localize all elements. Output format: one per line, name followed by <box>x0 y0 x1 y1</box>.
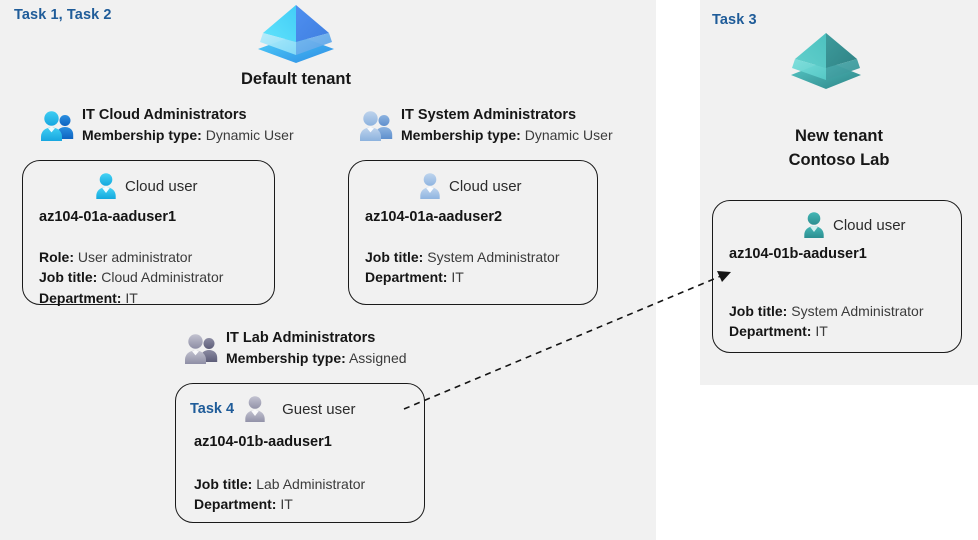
group-membership-system-admins: Membership type: Dynamic User <box>401 126 613 146</box>
card-user-type-aaduser2-a: Cloud user <box>449 177 522 195</box>
tenant-label-default: Default tenant <box>240 70 351 88</box>
tenant-pyramid-icon-default <box>256 2 336 66</box>
card-head-aaduser2-a: Cloud user <box>417 172 522 200</box>
card-attrs-aaduser1-b-guest: Job title: Lab Administrator Department:… <box>194 474 365 515</box>
card-attr-row: Job title: System Administrator <box>365 247 560 267</box>
card-attr-row: Job title: System Administrator <box>729 301 924 321</box>
group-membership-lab-admins: Membership type: Assigned <box>226 349 407 369</box>
group-it-lab-administrators: IT Lab Administrators Membership type: A… <box>182 329 407 368</box>
tenant-pyramid-icon-contoso <box>789 30 863 92</box>
tenant-label-contoso: New tenant Contoso Lab <box>706 125 972 173</box>
card-upn-aaduser1-b-guest: az104-01b-aaduser1 <box>194 434 332 450</box>
card-attr-label: Job title: <box>365 249 424 265</box>
card-task-tag-guest: Task 4 <box>190 401 235 417</box>
card-attrs-aaduser1-a: Role: User administrator Job title: Clou… <box>39 247 223 308</box>
card-attr-row: Department: IT <box>365 267 560 287</box>
card-attr-row: Department: IT <box>39 288 223 308</box>
card-attr-label: Department: <box>729 323 812 340</box>
group-name-cloud-admins: IT Cloud Administrators <box>82 107 247 123</box>
card-attrs-aaduser2-a: Job title: System Administrator Departme… <box>365 247 560 288</box>
card-attr-label: Department: <box>39 289 122 306</box>
user-card-aaduser1-a[interactable]: Cloud user az104-01a-aaduser1 Role: User… <box>22 160 275 308</box>
group-name-lab-admins: IT Lab Administrators <box>226 330 376 346</box>
card-attr-label: Department: <box>365 269 448 286</box>
card-attr-value: Cloud Administrator <box>101 269 224 286</box>
card-user-type-aaduser1-b-guest: Guest user <box>282 400 356 418</box>
card-attr-label: Role: <box>39 249 74 265</box>
card-attr-label: Department: <box>194 496 277 513</box>
card-attr-row: Job title: Cloud Administrator <box>39 267 223 287</box>
card-user-type-aaduser1-b-cloud: Cloud user <box>833 216 906 234</box>
card-attr-value: User administrator <box>77 249 193 265</box>
card-upn-aaduser2-a: az104-01a-aaduser2 <box>365 209 503 225</box>
card-head-aaduser1-a: Cloud user <box>93 172 198 200</box>
cloud-user-icon-aaduser1-a <box>93 172 119 200</box>
group-membership-value-cloud-admins: Dynamic User <box>205 126 294 143</box>
user-card-aaduser1-b-guest[interactable]: Task 4 Guest user az104-01b-aaduser1 <box>175 383 425 523</box>
group-membership-label-cloud-admins: Membership type: <box>82 126 202 143</box>
group-it-system-administrators: IT System Administrators Membership type… <box>357 106 613 145</box>
card-attr-label: Job title: <box>39 269 98 286</box>
group-membership-label-lab-admins: Membership type: <box>226 349 346 366</box>
group-name-system-admins: IT System Administrators <box>401 107 577 123</box>
card-attr-value: System Administrator <box>427 249 560 265</box>
card-head-aaduser1-b-cloud: Cloud user <box>801 211 906 239</box>
guest-user-icon-aaduser1-b <box>242 395 268 423</box>
card-upn-aaduser1-a: az104-01a-aaduser1 <box>39 209 177 225</box>
group-users-icon-lab-admins <box>182 332 222 366</box>
card-attr-label: Job title: <box>729 303 788 319</box>
card-upn-aaduser1-b-cloud: az104-01b-aaduser1 <box>729 246 867 262</box>
cloud-user-icon-aaduser1-b <box>801 211 827 239</box>
tenant-label-contoso-line2: Contoso Lab <box>788 150 890 169</box>
group-membership-value-system-admins: Dynamic User <box>524 126 613 143</box>
task-tag-left: Task 1, Task 2 <box>14 7 112 23</box>
group-users-icon-cloud-admins <box>38 109 78 143</box>
cloud-user-icon-aaduser2-a <box>417 172 443 200</box>
card-attr-row: Job title: Lab Administrator <box>194 474 365 494</box>
group-membership-label-system-admins: Membership type: <box>401 126 521 143</box>
card-head-aaduser1-b-guest: Task 4 Guest user <box>190 395 355 423</box>
card-attr-row: Department: IT <box>729 321 924 341</box>
user-card-aaduser1-b-cloud[interactable]: Cloud user az104-01b-aaduser1 Job title:… <box>712 200 962 353</box>
card-attr-value: IT <box>451 269 464 286</box>
tenant-label-contoso-line1: New tenant <box>794 127 883 145</box>
group-users-icon-system-admins <box>357 109 397 143</box>
card-attr-value: IT <box>125 289 138 306</box>
card-attrs-aaduser1-b-cloud: Job title: System Administrator Departme… <box>729 301 924 342</box>
card-attr-label: Job title: <box>194 476 253 492</box>
card-attr-value: IT <box>280 496 293 513</box>
card-attr-row: Department: IT <box>194 494 365 514</box>
user-card-aaduser2-a[interactable]: Cloud user az104-01a-aaduser2 Job title:… <box>348 160 598 305</box>
group-membership-value-lab-admins: Assigned <box>348 349 407 366</box>
card-user-type-aaduser1-a: Cloud user <box>125 177 198 195</box>
task-tag-right: Task 3 <box>712 12 757 28</box>
card-attr-row: Role: User administrator <box>39 247 223 267</box>
card-attr-value: IT <box>815 323 828 340</box>
group-membership-cloud-admins: Membership type: Dynamic User <box>82 126 294 146</box>
card-attr-value: System Administrator <box>791 303 924 319</box>
group-it-cloud-administrators: IT Cloud Administrators Membership type:… <box>38 106 294 145</box>
card-attr-value: Lab Administrator <box>256 476 366 492</box>
